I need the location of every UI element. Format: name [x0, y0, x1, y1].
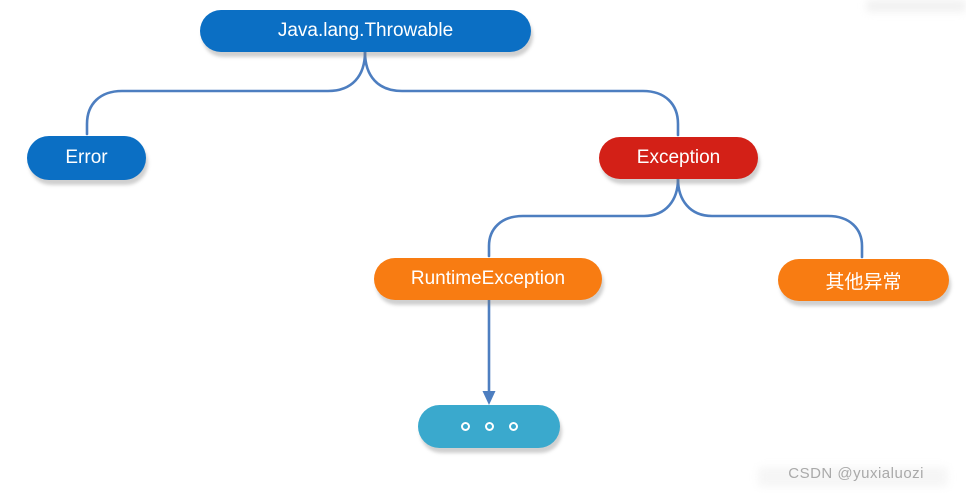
ellipsis-dots-icon — [460, 422, 518, 431]
node-throwable-label: Java.lang.Throwable — [277, 20, 454, 41]
node-more — [418, 405, 560, 448]
node-runtime-exception-label: RuntimeException — [410, 268, 566, 289]
arrowhead-icon — [482, 391, 496, 405]
edge-exception-other — [676, 177, 864, 259]
node-other-exception-label: 其他异常 — [825, 271, 902, 293]
node-error-label: Error — [65, 147, 108, 168]
node-throwable: Java.lang.Throwable — [200, 10, 531, 52]
node-exception: Exception — [599, 137, 758, 179]
node-runtime-exception: RuntimeException — [374, 258, 602, 300]
node-exception-label: Exception — [636, 147, 721, 168]
edge-throwable-exception — [363, 50, 680, 137]
node-other-exception: 其他异常 — [778, 259, 949, 301]
edge-exception-runtime — [487, 177, 680, 258]
node-error: Error — [27, 136, 146, 180]
edge-throwable-error — [85, 50, 367, 136]
watermark-text: CSDN @yuxialuozi — [788, 465, 924, 482]
